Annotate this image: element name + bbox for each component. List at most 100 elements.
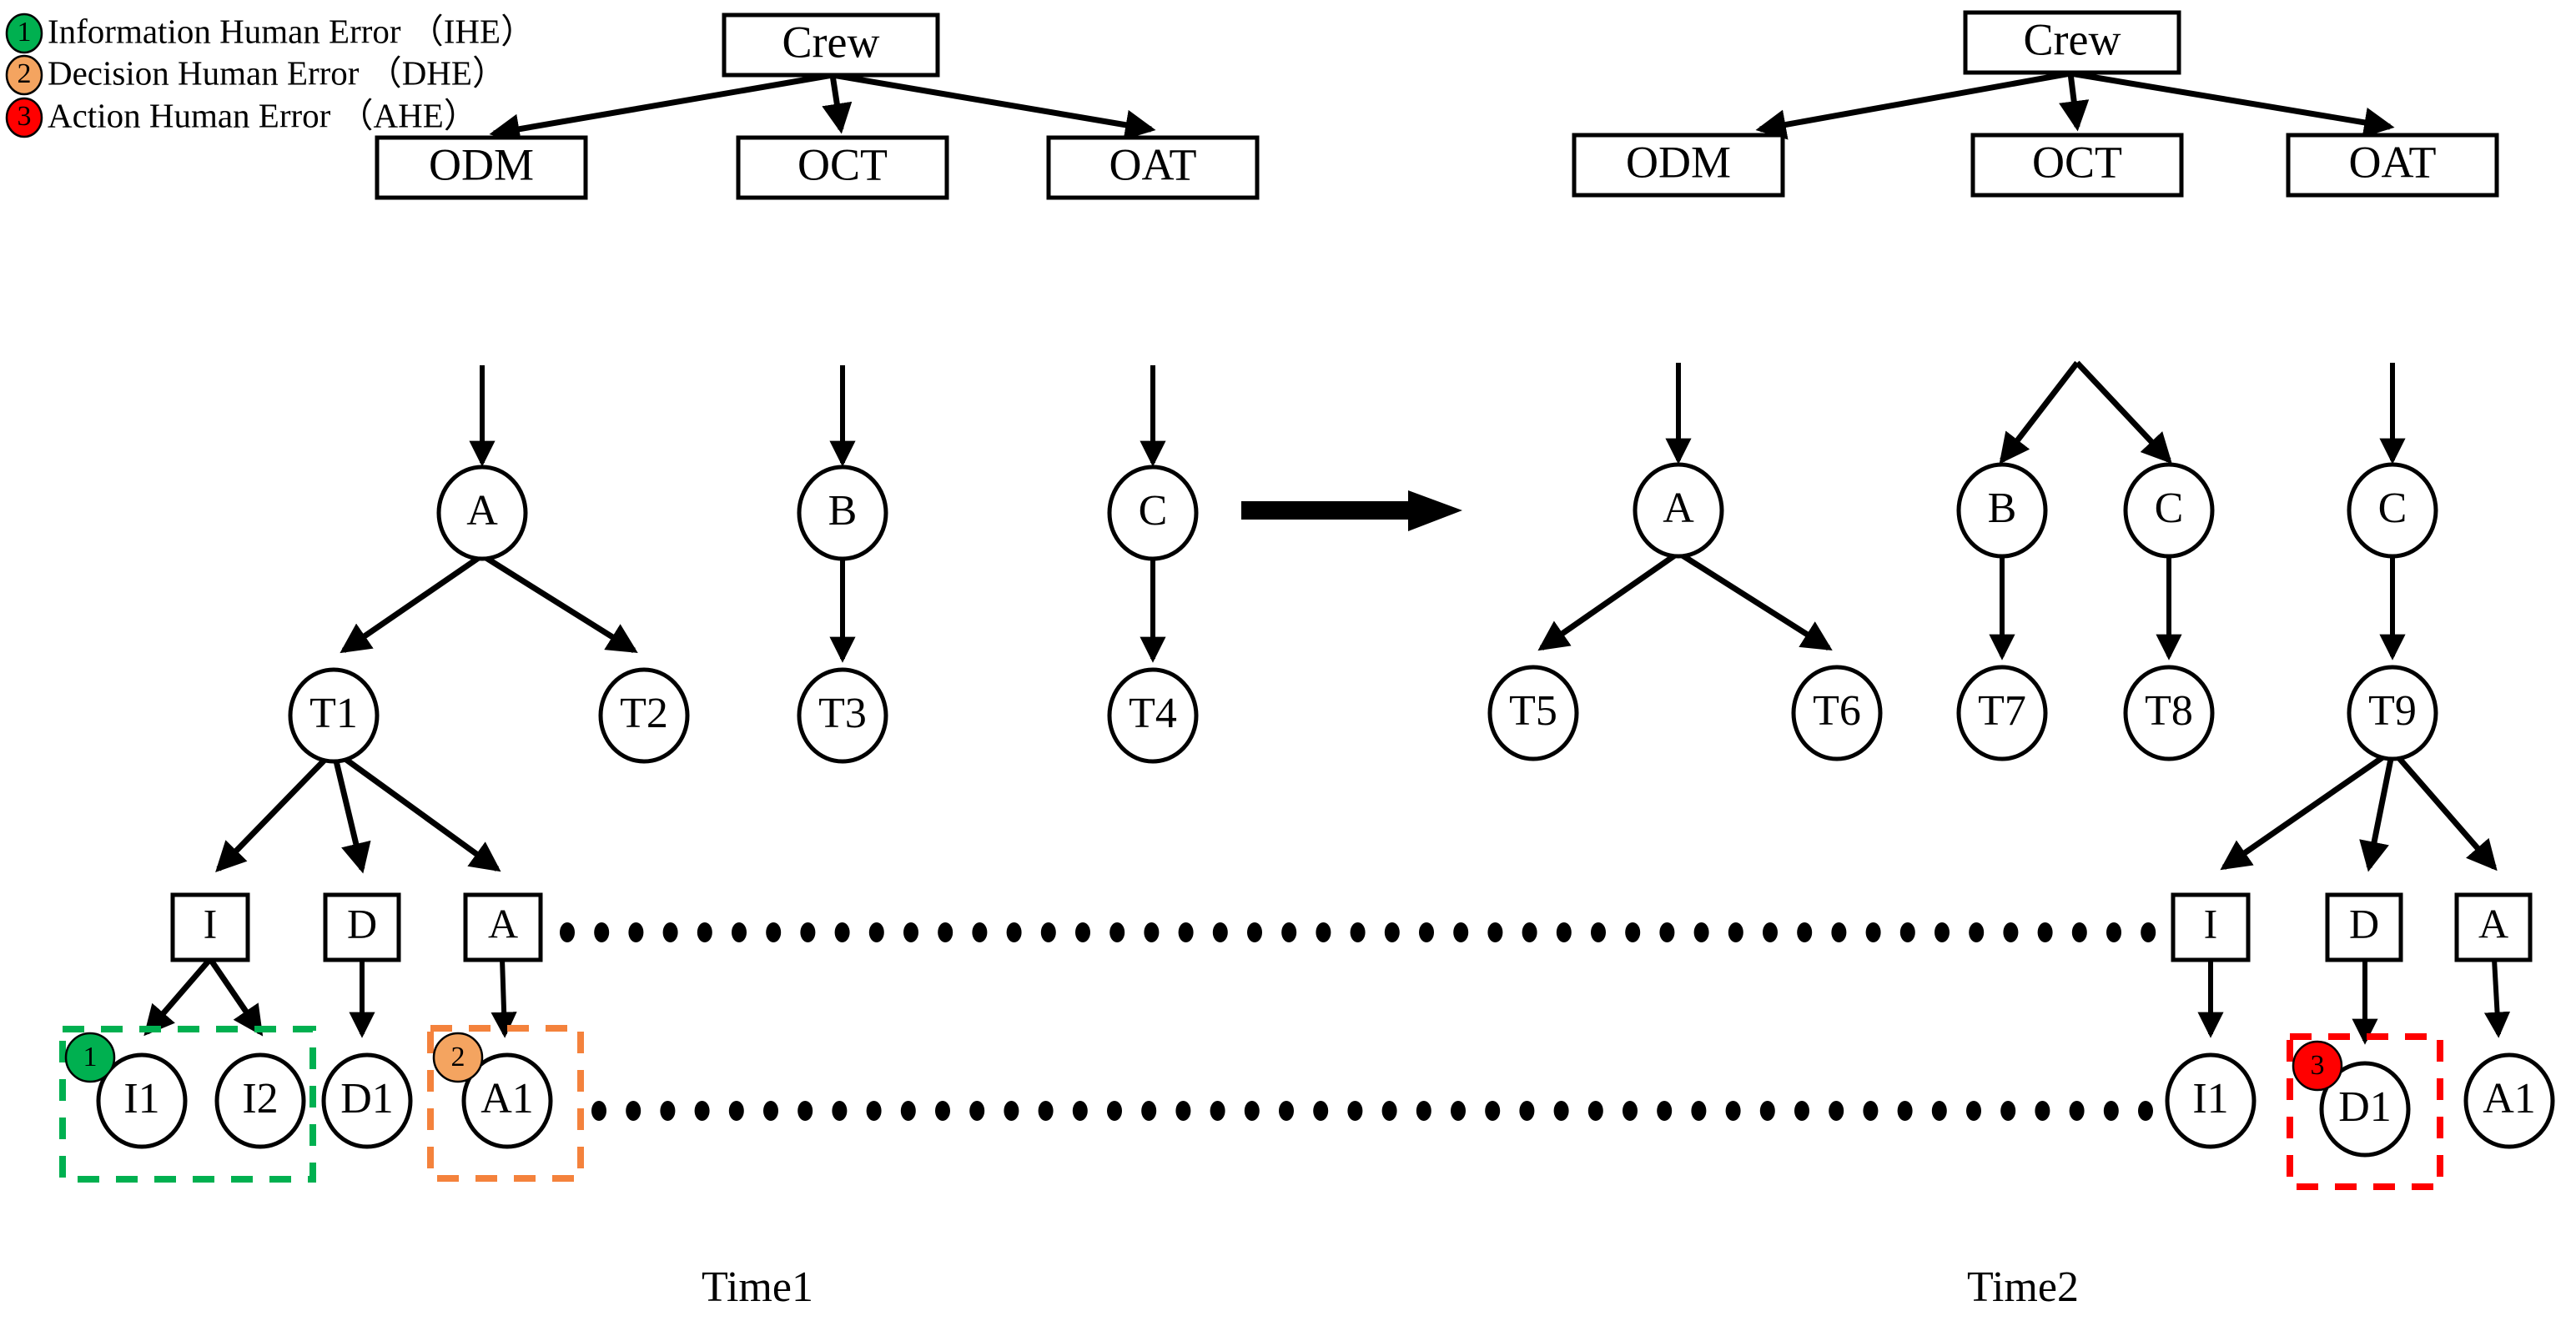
legend-item-2: 2 Decision Human Error （DHE） [5, 53, 506, 96]
connector-dot [1279, 1101, 1294, 1121]
node-box-shape [2286, 133, 2499, 198]
connector-dot [1451, 1101, 1466, 1121]
connector-dot [660, 1101, 676, 1121]
node-b-left[interactable]: B [797, 465, 888, 561]
node-a-box-right[interactable]: A [2454, 892, 2533, 962]
node-i1-right[interactable]: I1 [2165, 1052, 2257, 1149]
node-t6-right[interactable]: T6 [1791, 665, 1883, 761]
connector-dot [903, 922, 918, 942]
node-label: I [204, 900, 218, 947]
node-a-right[interactable]: A [1633, 462, 1724, 559]
node-a1-left[interactable]: A1 [461, 1052, 553, 1149]
connector-dot [1141, 1101, 1157, 1121]
connector-dot [2003, 922, 2019, 942]
node-circle-shape [1791, 665, 1883, 761]
node-circle-shape [797, 465, 888, 561]
node-t8-right[interactable]: T8 [2123, 665, 2215, 761]
connector-dot [594, 922, 610, 942]
connector-dot [697, 922, 712, 942]
connector-dot [1794, 1101, 1809, 1121]
node-c-oct-right[interactable]: C [2123, 462, 2215, 559]
node-i2-left[interactable]: I2 [214, 1052, 306, 1149]
node-d-right[interactable]: D [2325, 892, 2403, 962]
connector-dot [972, 922, 988, 942]
node-a-box-left[interactable]: A [463, 892, 543, 962]
node-t5-right[interactable]: T5 [1487, 665, 1579, 761]
connector-dot [1075, 922, 1090, 942]
node-circle-shape [1107, 667, 1199, 764]
node-box-shape [375, 135, 588, 200]
node-a-left[interactable]: A [436, 465, 528, 561]
connector-dot [732, 922, 747, 942]
node-i-left[interactable]: I [170, 892, 250, 962]
connector-dot [1175, 1101, 1191, 1121]
connector-dot [1416, 1101, 1431, 1121]
dotted-connector-upper [560, 922, 2156, 942]
connector-dot [1384, 922, 1400, 942]
connector-dot [1316, 922, 1331, 942]
node-c-oat-right[interactable]: C [2347, 462, 2438, 559]
connector-dot [866, 1101, 882, 1121]
node-box-shape [722, 13, 940, 78]
node-box-shape [2325, 892, 2403, 962]
right-tree-nodes: Crew ODM OCT OAT A B [1487, 10, 2555, 1158]
node-crew-left[interactable]: Crew [722, 13, 940, 78]
node-d1-left[interactable]: D1 [321, 1052, 413, 1149]
node-t7-right[interactable]: T7 [1956, 665, 2048, 761]
left-highlight-green: 1 [59, 1026, 316, 1183]
node-oat-right[interactable]: OAT [2286, 133, 2499, 198]
node-t4-left[interactable]: T4 [1107, 667, 1199, 764]
node-t1-left[interactable]: T1 [288, 667, 380, 764]
connector-dot [694, 1101, 710, 1121]
highlight-badge-number: 2 [451, 1042, 465, 1072]
node-oct-left[interactable]: OCT [736, 135, 949, 200]
node-label: OAT [1109, 139, 1197, 189]
node-oat-left[interactable]: OAT [1046, 135, 1260, 200]
connector-dot [2035, 1101, 2050, 1121]
node-label: T7 [1978, 687, 2026, 735]
numbered-dot-icon [5, 97, 43, 138]
node-box-shape [323, 892, 401, 962]
node-c-left[interactable]: C [1107, 465, 1199, 561]
node-circle-shape [1487, 665, 1579, 761]
node-circle-shape [2347, 462, 2438, 559]
node-circle-shape [321, 1052, 413, 1149]
node-t2-left[interactable]: T2 [598, 667, 690, 764]
node-oct-right[interactable]: OCT [1970, 133, 2184, 198]
node-i1-left[interactable]: I1 [96, 1052, 188, 1149]
node-label: C [1139, 487, 1168, 535]
connector-dot [1381, 1101, 1397, 1121]
node-d1-right[interactable]: D1 [2319, 1061, 2411, 1158]
dotted-connector-lower [591, 1101, 2153, 1121]
node-odm-right[interactable]: ODM [1572, 133, 1785, 198]
node-label: B [828, 487, 858, 535]
node-b-right[interactable]: B [1956, 462, 2048, 559]
node-circle-shape [436, 465, 528, 561]
highlight-box-ihe [59, 1026, 316, 1183]
connector-dot [1072, 1101, 1088, 1121]
legend-label-dhe: Decision Human Error （DHE） [48, 53, 506, 92]
connector-dot [1107, 1101, 1122, 1121]
node-circle-shape [1956, 665, 2048, 761]
node-label: A [1663, 485, 1694, 532]
node-t9-right[interactable]: T9 [2347, 665, 2438, 761]
node-odm-left[interactable]: ODM [375, 135, 588, 200]
connector-dot [628, 922, 644, 942]
node-a1-right[interactable]: A1 [2463, 1052, 2555, 1149]
highlight-badge-number: 3 [2311, 1050, 2325, 1081]
connector-dot [1212, 922, 1228, 942]
node-label: B [1988, 485, 2017, 532]
node-t3-left[interactable]: T3 [797, 667, 888, 764]
node-crew-right[interactable]: Crew [1963, 10, 2181, 75]
connector-dot [938, 922, 953, 942]
node-label: A1 [480, 1075, 534, 1123]
node-circle-shape [1956, 462, 2048, 559]
node-i-right[interactable]: I [2171, 892, 2251, 962]
connector-dot [1281, 922, 1297, 942]
legend-badge-number: 2 [18, 58, 32, 89]
connector-dot [1623, 1101, 1638, 1121]
node-d-left[interactable]: D [323, 892, 401, 962]
connector-dot [1522, 922, 1537, 942]
node-box-shape [2454, 892, 2533, 962]
